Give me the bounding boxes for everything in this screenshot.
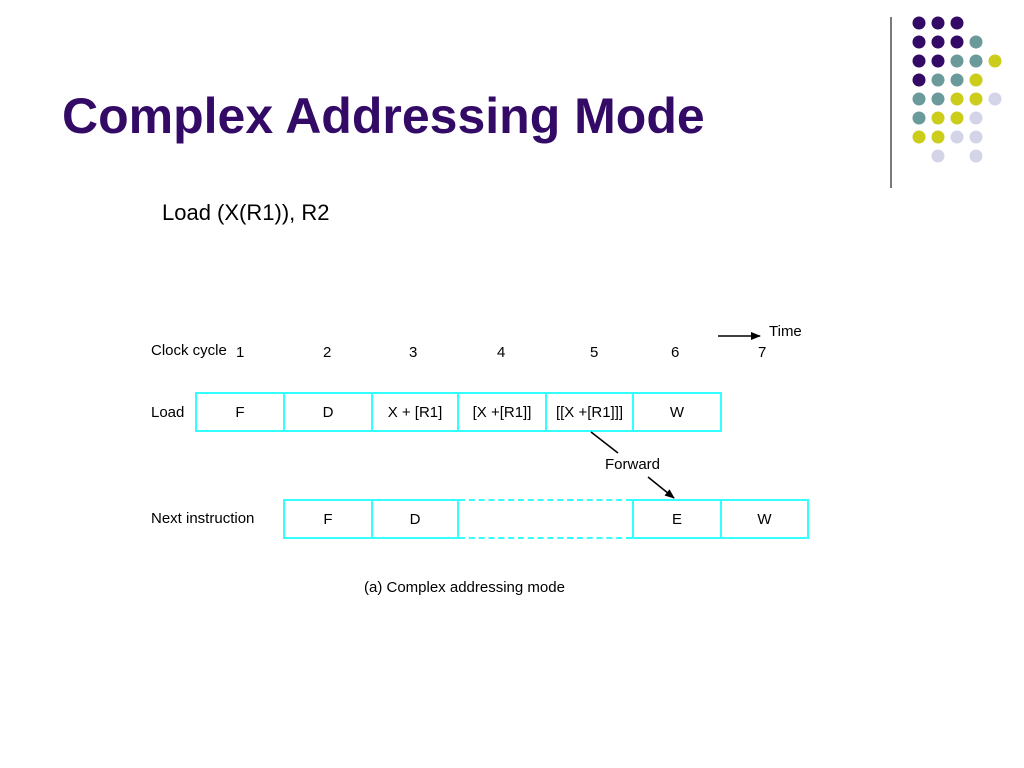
decorative-dot <box>950 92 964 106</box>
decorative-dot <box>969 149 983 163</box>
decorative-dot <box>931 16 945 30</box>
cycle-number: 4 <box>497 344 506 361</box>
row-label-next-instruction: Next instruction <box>151 510 255 527</box>
forward-line <box>590 431 619 454</box>
decorative-dot <box>912 111 926 125</box>
clock-cycle-label: Clock cycle <box>151 342 227 359</box>
decorative-dot <box>931 130 945 144</box>
decorative-dot <box>969 54 983 68</box>
decorative-dot <box>912 130 926 144</box>
load-stage-cell: D <box>283 392 373 432</box>
decorative-dot <box>931 149 945 163</box>
decorative-dot <box>988 54 1002 68</box>
decorative-dot <box>969 92 983 106</box>
decorative-dot <box>912 92 926 106</box>
decorative-dot <box>988 92 1002 106</box>
decorative-dot <box>950 111 964 125</box>
load-stage-cell: W <box>632 392 722 432</box>
decorative-dot <box>950 130 964 144</box>
decorative-dot <box>931 54 945 68</box>
decorative-dot <box>950 54 964 68</box>
cycle-number: 1 <box>236 344 245 361</box>
decorative-dot <box>912 35 926 49</box>
instruction-subtitle: Load (X(R1)), R2 <box>162 200 330 225</box>
diagram-caption: (a) Complex addressing mode <box>364 579 565 596</box>
decorative-dot <box>912 54 926 68</box>
decorative-dot <box>950 35 964 49</box>
decorative-dot <box>969 35 983 49</box>
load-stage-cell: [[X +[R1]]] <box>545 392 634 432</box>
decorative-dot <box>969 130 983 144</box>
load-stage-cell: F <box>195 392 285 432</box>
next-stage-cell: F <box>283 499 373 539</box>
decorative-dot <box>950 16 964 30</box>
slide-title: Complex Addressing Mode <box>62 88 705 144</box>
cycle-number: 7 <box>758 344 767 361</box>
decorative-dot-grid <box>912 16 1002 163</box>
forward-label: Forward <box>605 456 661 473</box>
decorative-dot <box>950 73 964 87</box>
cycle-number: 2 <box>323 344 332 361</box>
load-stage-cell: X + [R1] <box>371 392 459 432</box>
next-stage-cell: D <box>371 499 459 539</box>
decorative-dot <box>931 35 945 49</box>
load-stage-cell: [X +[R1]] <box>457 392 547 432</box>
next-stage-cell: E <box>632 499 722 539</box>
decorative-dot <box>912 16 926 30</box>
cycle-number: 5 <box>590 344 599 361</box>
next-stage-cell: W <box>720 499 809 539</box>
forward-arrow <box>647 476 675 499</box>
decorative-dot <box>931 111 945 125</box>
cycle-number: 3 <box>409 344 418 361</box>
cycle-number: 6 <box>671 344 680 361</box>
stall-bubble-cell <box>459 499 632 539</box>
decorative-dot <box>931 92 945 106</box>
row-label-load: Load <box>151 404 185 421</box>
time-label: Time <box>769 323 802 340</box>
decorative-dot <box>969 111 983 125</box>
decorative-dot <box>912 73 926 87</box>
decorative-dot <box>969 73 983 87</box>
decorative-dot <box>931 73 945 87</box>
title-divider-line <box>890 17 892 188</box>
